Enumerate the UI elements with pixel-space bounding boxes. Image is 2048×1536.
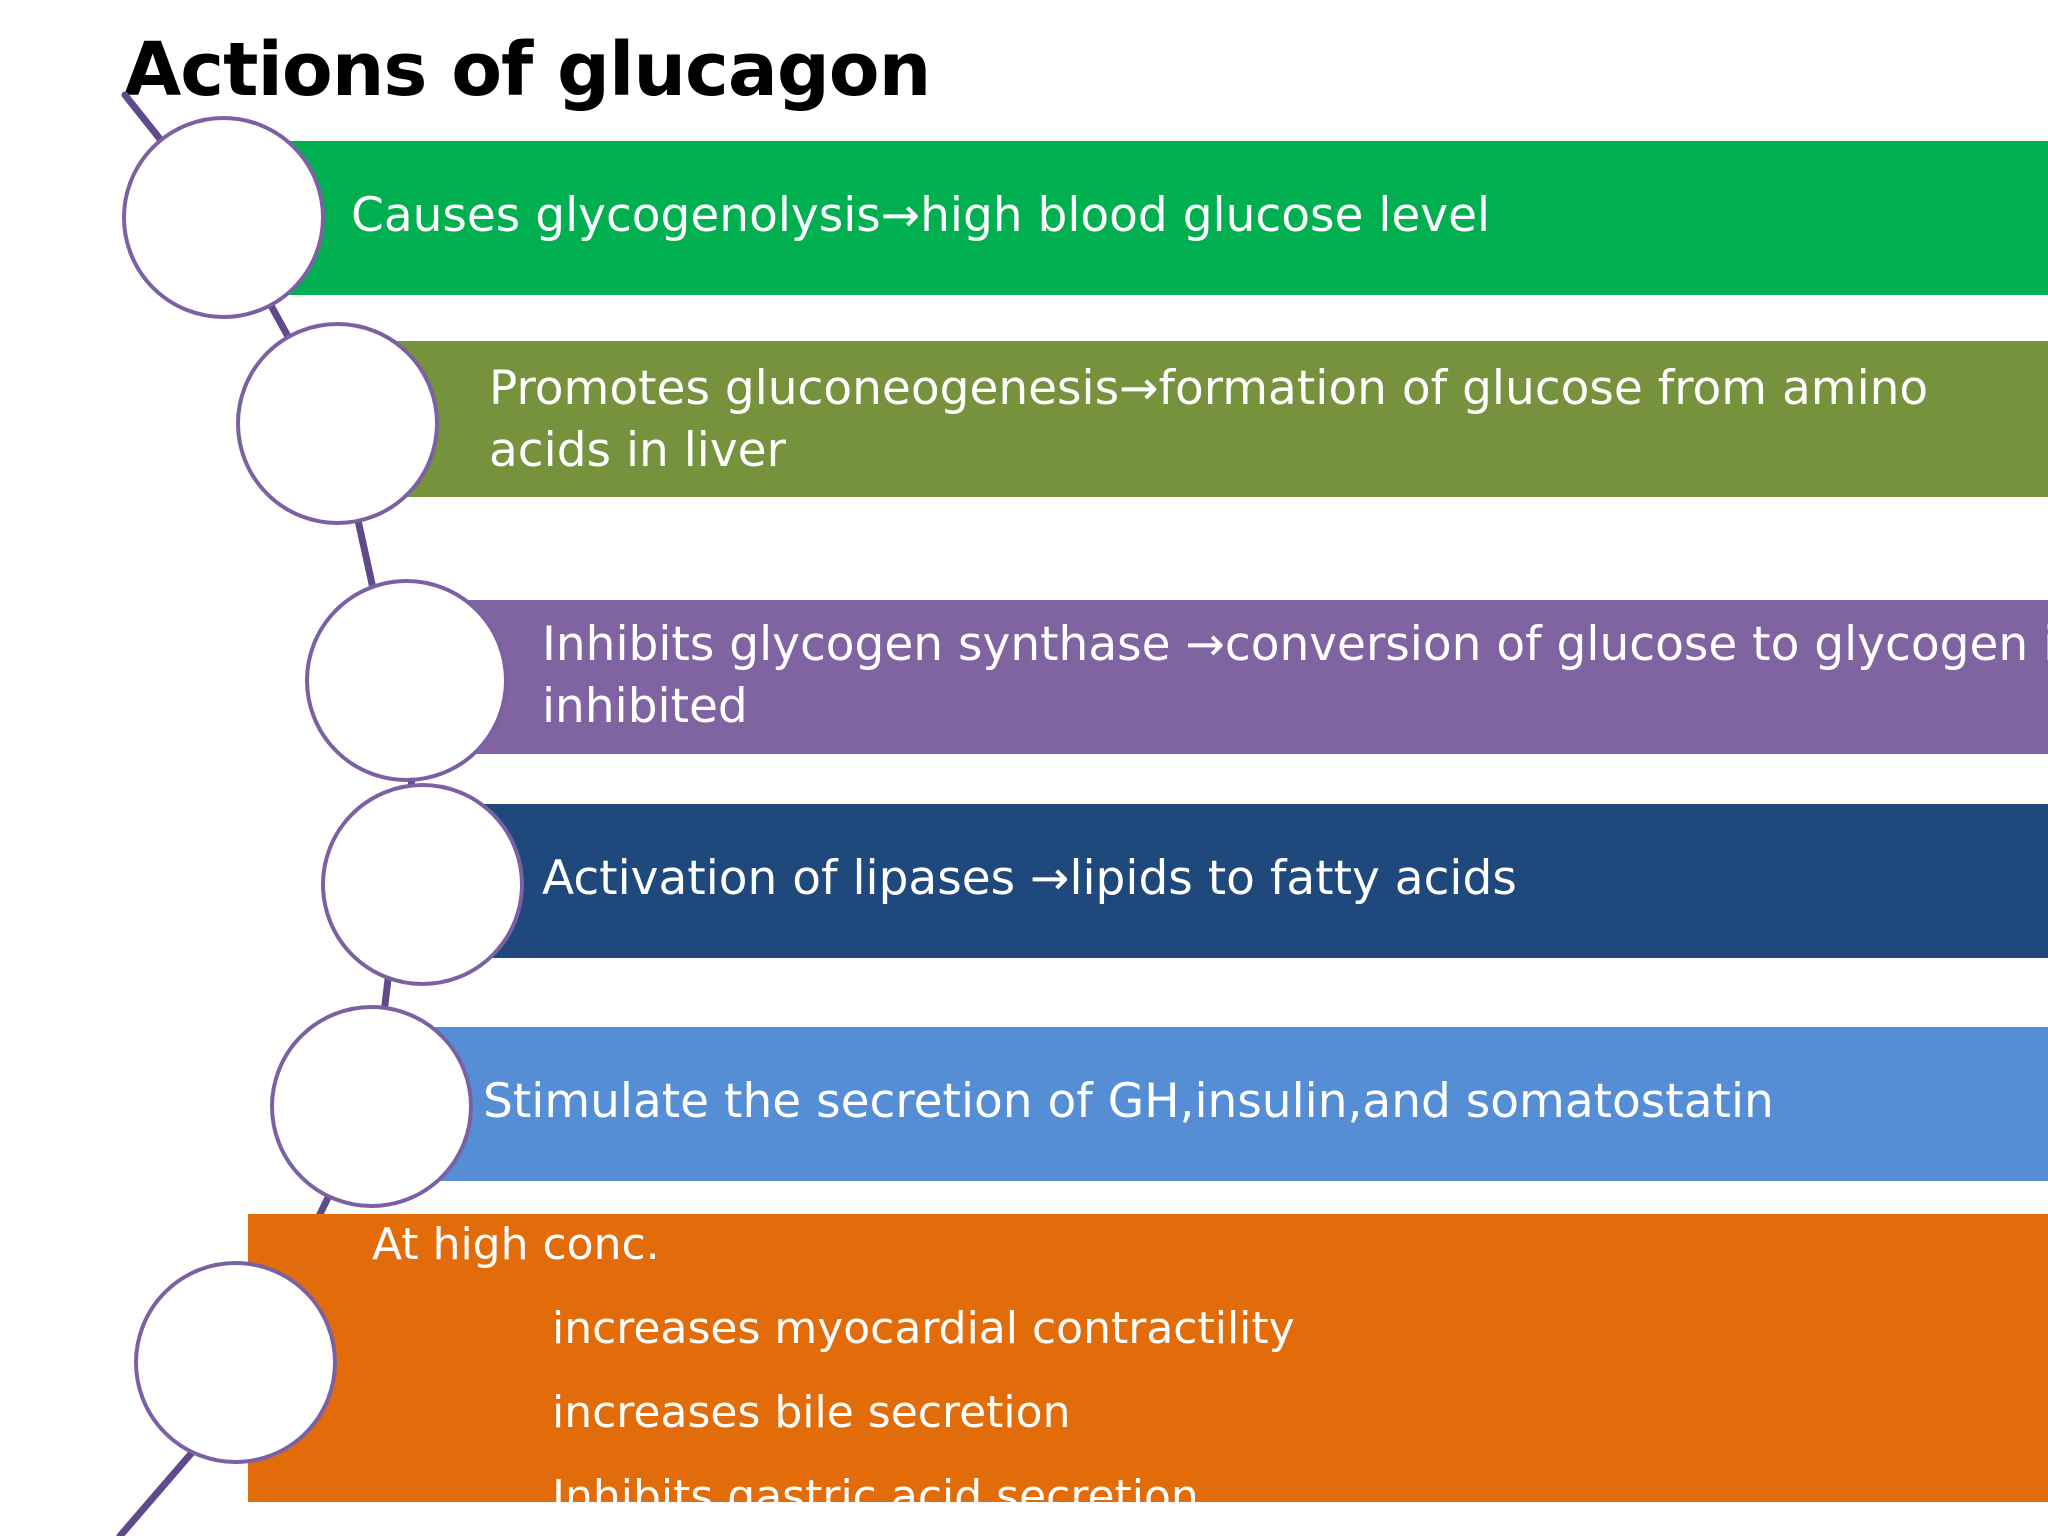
action-band-glycogen-synthase: Inhibits glycogen synthase →conversion o… <box>408 600 2048 754</box>
high-conc-item-gastric-acid: Inhibits gastric acid secretion <box>552 1471 1199 1502</box>
action-text-glycogenolysis: Causes glycogenolysis→high blood glucose… <box>351 188 1491 243</box>
node-circle-1 <box>122 116 325 319</box>
node-circle-4 <box>321 783 524 986</box>
node-circle-3 <box>305 579 508 782</box>
action-band-high-conc: At high conc. increases myocardial contr… <box>248 1214 2048 1502</box>
high-conc-item-myocardial: increases myocardial contractility <box>552 1303 1295 1354</box>
action-text-glycogen-synthase-line2: inhibited <box>542 679 748 734</box>
action-text-gluconeogenesis-line2: acids in liver <box>489 423 786 478</box>
action-band-secretion: Stimulate the secretion of GH,insulin,an… <box>368 1027 2048 1181</box>
action-band-lipases: Activation of lipases →lipids to fatty a… <box>428 804 2048 958</box>
action-text-glycogen-synthase-line1: Inhibits glycogen synthase →conversion o… <box>542 617 2048 672</box>
action-text-gluconeogenesis-line1: Promotes gluconeogenesis→formation of gl… <box>489 361 1929 416</box>
action-band-gluconeogenesis: Promotes gluconeogenesis→formation of gl… <box>342 341 2048 497</box>
node-circle-2 <box>236 322 439 525</box>
action-text-secretion: Stimulate the secretion of GH,insulin,an… <box>483 1074 1774 1129</box>
slide-title: Actions of glucagon <box>124 27 931 113</box>
node-circle-5 <box>270 1005 473 1208</box>
action-band-glycogenolysis: Causes glycogenolysis→high blood glucose… <box>224 141 2048 295</box>
high-conc-item-bile: increases bile secretion <box>552 1387 1071 1438</box>
node-circle-6 <box>134 1261 337 1464</box>
high-conc-heading: At high conc. <box>372 1219 660 1270</box>
action-text-lipases: Activation of lipases →lipids to fatty a… <box>542 851 1517 906</box>
